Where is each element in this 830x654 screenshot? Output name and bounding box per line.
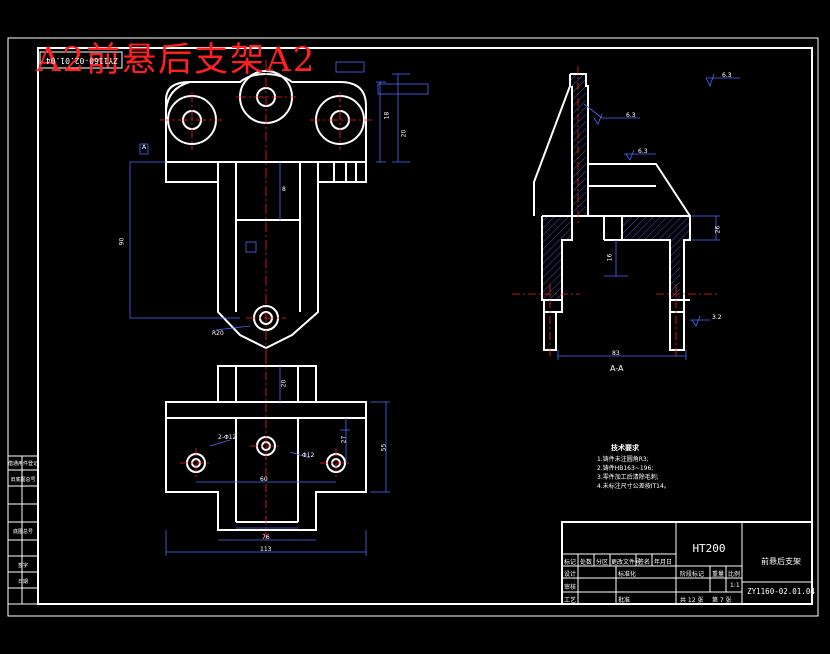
dim-section-h2: 16 [606,253,614,262]
part-name-cell: 前悬后支架 [761,557,801,566]
tb-header-cell: 处数 [580,559,593,566]
roughness-section-3: 3.2 [712,314,722,321]
dim-section-h: 26 [714,225,722,234]
outer-border [7,37,819,617]
material-cell: HT200 [692,541,726,555]
dim-plan-h: 55 [380,443,388,452]
datum-a-label: A [142,144,147,151]
dim-plan-w3: 113 [260,546,272,553]
roughness-section-1: 6.3 [626,112,636,119]
dim-left-long: 90 [118,237,126,246]
dim-top-height-2: 20 [400,129,408,138]
front-centerlines [160,60,372,360]
tb-header-cell: 签名 [638,559,651,566]
dim-radius: R20 [212,330,224,337]
title-block [561,521,813,605]
tb-header-cell: 年月日 [654,559,673,566]
tech-notes-title: 技术要求 [611,444,639,452]
tech-note-item: 3.零件加工后清除毛刺; [597,474,659,481]
rotated-drawing-code: ZY1160-02.01.04 [45,56,119,65]
tech-note-item: 4.未标注尺寸公差按IT14。 [597,483,670,490]
dim-mid: 8 [282,186,286,193]
role-design: 设计 [564,571,577,578]
approve-label: 批准 [618,597,631,604]
side-cell: 底图总号 [12,528,33,535]
dim-plan-hole2: Φ12 [302,452,315,459]
dim-plan-h2: 27 [340,435,348,444]
tech-note-item: 2.铸件HB163~196; [597,465,654,472]
dim-top-height: 18 [383,111,391,120]
roughness-section-2: 6.3 [638,148,648,155]
side-stamp-grid [7,455,39,605]
inner-border [37,47,813,605]
side-cell: 借通用件登记 [8,460,39,467]
plan-centerlines [180,356,352,540]
sheet-total: 共 12 张 [680,597,704,604]
side-cell: 日期 [17,578,28,585]
code-box [39,51,123,69]
dim-plan-w1: 60 [260,476,268,483]
front-dimensions [129,61,429,331]
section-view [512,66,740,360]
technical-requirements: 技术要求 1.铸件未注圆角R3; 2.铸件HB163~196; 3.零件加工后清… [597,444,670,491]
sheet-number: 第 7 张 [712,597,732,604]
scale-value: 1:1 [730,582,740,589]
drawing-number-cell: ZY1160-02.01.04 [747,587,815,596]
scale-label: 比例 [728,571,741,578]
side-cell: 签字 [17,562,28,569]
role-process: 工艺 [564,597,577,604]
standardization-label: 标准化 [618,571,637,578]
tb-header-cell: 标记 [564,559,577,566]
plan-dimensions [165,366,390,556]
role-review: 审核 [564,584,577,591]
section-label: A-A [610,364,624,373]
stamp-title: A2前悬后支架A2 [36,40,317,80]
weight-label: 重量 [712,571,725,578]
side-cell: 旧底图总号 [10,476,36,483]
stage-label: 阶段标记 [680,571,705,578]
roughness-top-right: 6.3 [722,72,732,79]
plan-view [165,365,367,531]
dim-section-width: 83 [612,350,620,357]
dim-plan-w2: 76 [262,534,270,541]
tech-note-item: 1.铸件未注圆角R3; [597,456,649,463]
dim-plan-top: 20 [280,379,288,388]
dim-plan-hole1: 2-Φ12 [218,434,237,441]
tb-header-cell: 更改文件号 [611,559,642,566]
tb-header-cell: 分区 [596,559,609,566]
